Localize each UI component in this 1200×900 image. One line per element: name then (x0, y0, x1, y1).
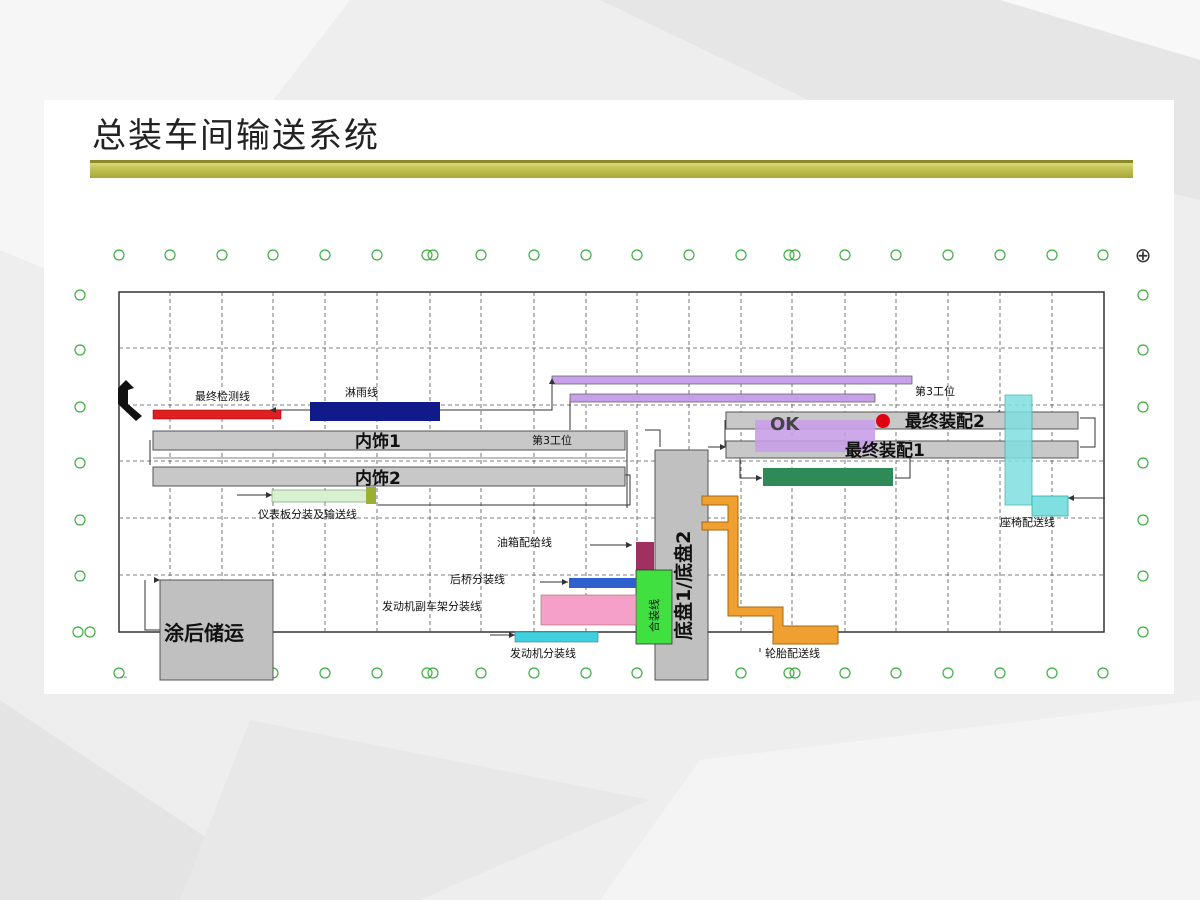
label-seat-line: 座椅配送线 (1000, 515, 1055, 529)
label-final-assembly1: 最终装配1 (845, 440, 925, 461)
overhead-conveyor-2 (569, 393, 876, 403)
label-final-assembly2: 最终装配2 (905, 411, 985, 432)
label-paint-storage: 涂后储运 (164, 621, 244, 645)
label-sub-assembly: 合装线 (647, 599, 661, 632)
label-engine-line: 发动机分装线 (510, 646, 576, 660)
title-underline-top (90, 160, 1133, 163)
fuel-tank-line-bar (636, 542, 654, 572)
flow-arrowheads (154, 378, 1074, 638)
dashboard-line-bar (271, 489, 369, 503)
seat-line-foot (1031, 495, 1069, 517)
green-buffer-bar (763, 468, 893, 486)
label-ok: OK (770, 414, 800, 435)
label-engine-subframe-line: 发动机副车架分装线 (382, 599, 481, 613)
exit-arrow-icon (118, 380, 142, 421)
grid-markers-right (1137, 289, 1149, 638)
paint-storage-block (159, 579, 274, 681)
building-grid (119, 292, 1104, 632)
station3-marker-dot (876, 414, 890, 428)
north-arrow-icon: ⊕ (1135, 243, 1152, 267)
page-title: 总装车间输送系统 (92, 116, 380, 156)
ok-area (755, 420, 875, 452)
sub-assembly-line-block (635, 569, 673, 645)
dashboard-line-end (366, 487, 376, 504)
rain-test-line-bar (310, 402, 440, 421)
engine-line-bar (514, 631, 599, 643)
label-station3-right: 第3工位 (915, 384, 955, 398)
label-fuel-tank-line: 油箱配给线 (497, 535, 552, 549)
label-rain-test: 淋雨线 (345, 385, 378, 399)
engine-subframe-line-bar (540, 594, 637, 626)
label-tire-line: 轮胎配送线 (765, 646, 820, 660)
seat-line-vertical (1004, 394, 1033, 506)
building-outline (118, 291, 1105, 633)
label-station3-left: 第3工位 (532, 433, 572, 447)
grid-markers-left (72, 289, 96, 638)
trim2-line-bar (152, 466, 626, 487)
label-front-axle-line: 后桥分装线 (450, 572, 505, 586)
grid-markers-top (113, 249, 1109, 261)
front-axle-line-bar (569, 578, 636, 588)
tire-line-conveyor (701, 495, 839, 645)
label-final-inspection: 最终检测线 (195, 389, 250, 403)
label-trim2: 内饰2 (355, 468, 401, 489)
title-underline-bar (90, 160, 1133, 178)
final-inspection-line-bar (152, 409, 282, 420)
trim1-line-bar (152, 430, 626, 451)
workshop-layout-diagram: ⊕ (72, 243, 1152, 683)
label-dashboard-line: 仪表板分装及输送线 (258, 507, 357, 521)
label-trim1: 内饰1 (355, 431, 401, 452)
label-chassis: 底盘1/底盘2 (672, 531, 695, 640)
overhead-conveyor-1 (551, 375, 913, 385)
corner-dash-mark: -- (120, 672, 128, 683)
